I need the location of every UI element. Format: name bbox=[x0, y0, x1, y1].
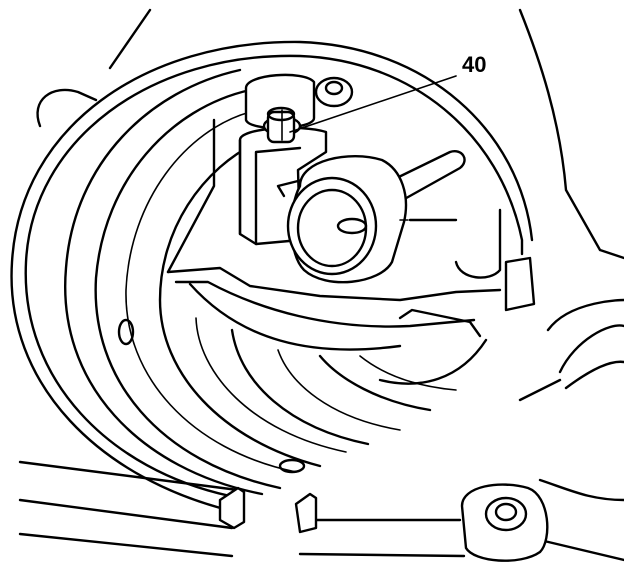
bore-hole-left bbox=[117, 318, 135, 346]
lever-tab bbox=[276, 178, 304, 198]
detent-pin-assembly bbox=[244, 73, 316, 144]
right-gear-assembly bbox=[518, 298, 624, 402]
ring-end-right-side bbox=[504, 256, 536, 312]
outer-snap-ring bbox=[24, 54, 524, 498]
bore-hole-bottom bbox=[278, 458, 306, 474]
mounting-boss bbox=[460, 483, 549, 562]
ring-end-right bbox=[294, 492, 318, 534]
base-flange bbox=[18, 460, 624, 562]
bore-grooves bbox=[63, 68, 488, 496]
callout-label-40: 40 bbox=[462, 52, 486, 77]
housing-upper-outline bbox=[108, 8, 624, 260]
detent-roller bbox=[286, 155, 408, 284]
bolt-head bbox=[314, 76, 354, 108]
callout-leader-line bbox=[289, 75, 457, 133]
inner-snap-ring bbox=[10, 40, 534, 514]
bore-back-wall bbox=[166, 118, 502, 351]
housing-left-boss bbox=[36, 88, 98, 128]
